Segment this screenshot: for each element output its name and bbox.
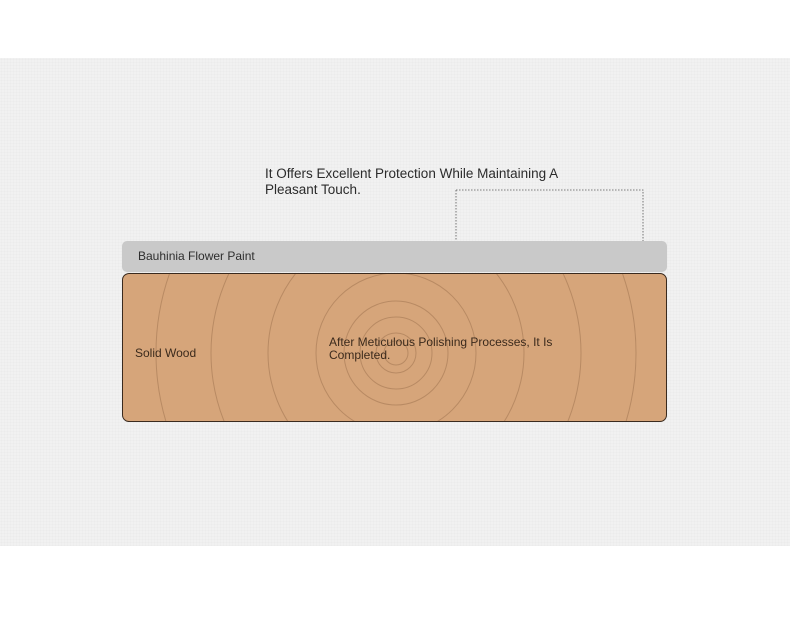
diagram-canvas: It Offers Excellent Protection While Mai… <box>0 58 790 546</box>
protection-caption: It Offers Excellent Protection While Mai… <box>265 166 558 197</box>
solid-wood-label: Solid Wood <box>135 346 197 360</box>
polishing-caption: After Meticulous Polishing Processes, It… <box>329 335 553 362</box>
solid-wood-layer: Solid Wood After Meticulous Polishing Pr… <box>122 273 667 422</box>
paint-layer: Bauhinia Flower Paint <box>122 241 667 272</box>
paint-layer-label: Bauhinia Flower Paint <box>138 249 255 263</box>
wood-grain-rings <box>155 274 637 421</box>
